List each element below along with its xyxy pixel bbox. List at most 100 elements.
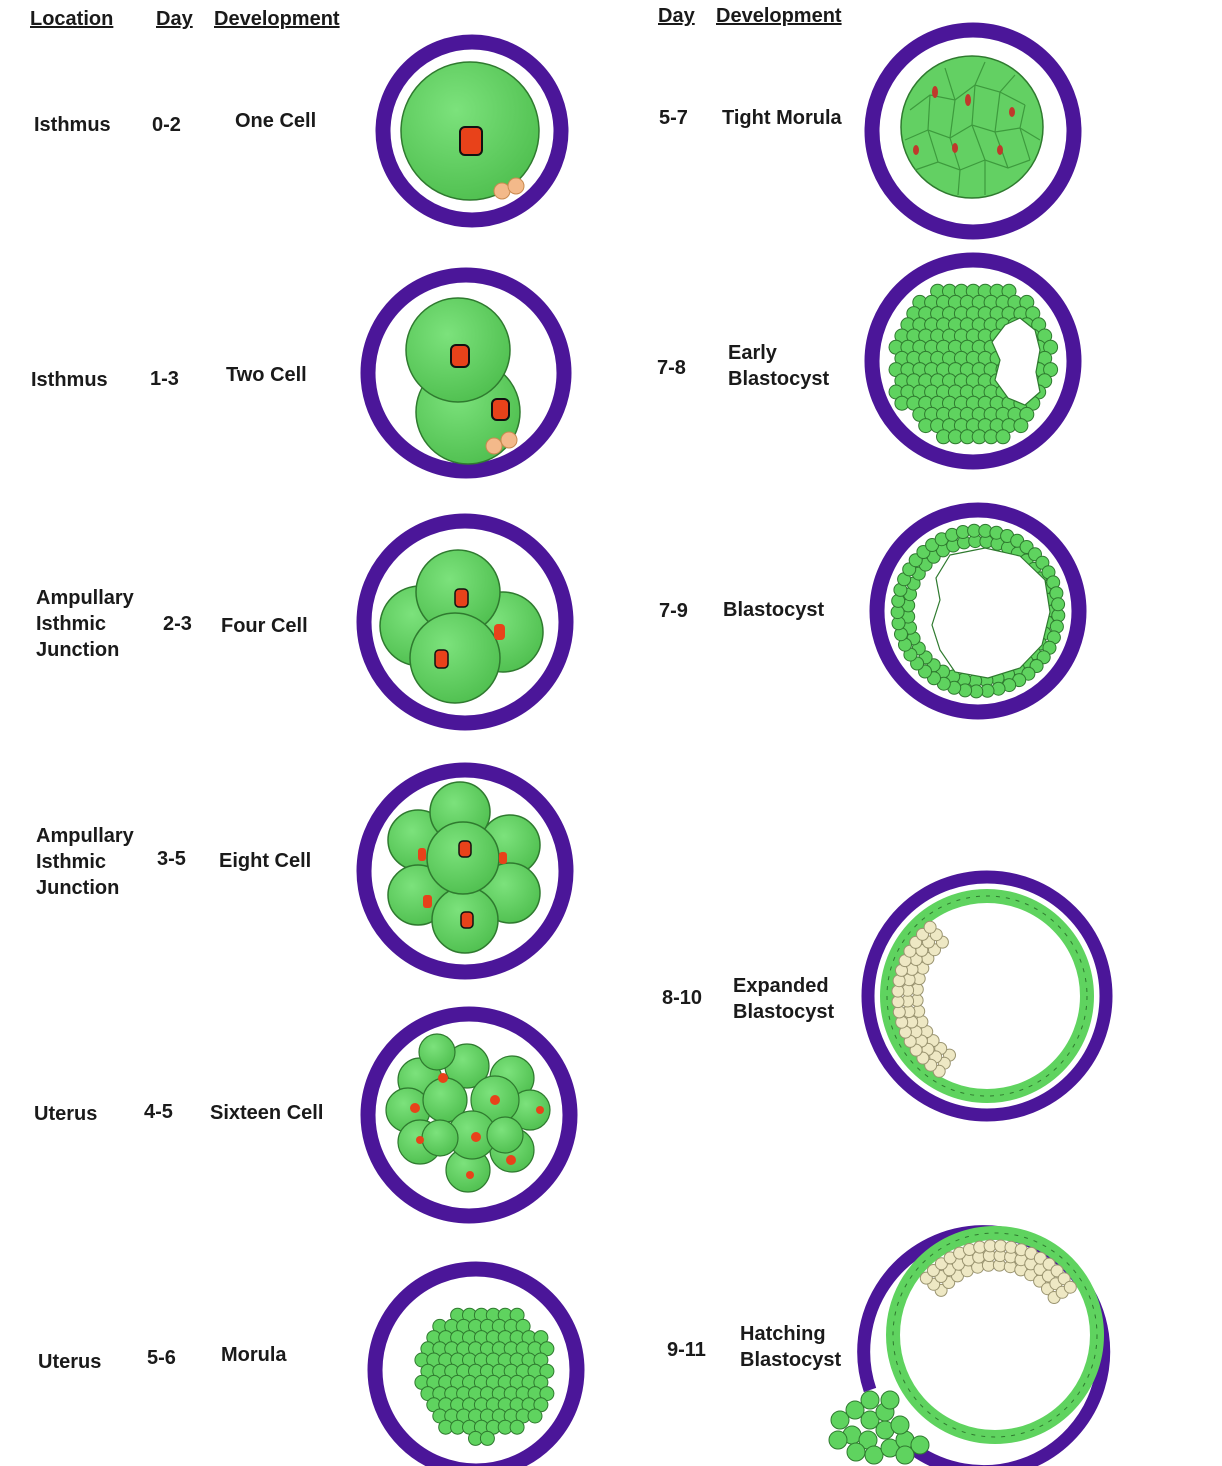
nucleus (410, 1103, 420, 1113)
cell (479, 1430, 495, 1446)
nucleus (494, 624, 505, 640)
stage-5-location: Uterus (34, 1103, 98, 1125)
header-day-right: Day (658, 5, 695, 27)
nucleus (1009, 107, 1015, 117)
cell (421, 1119, 459, 1157)
sixteen-cell-embryo (360, 1006, 578, 1224)
stage-5-day: 4-5 (144, 1101, 173, 1123)
cell (860, 1390, 880, 1410)
stage-1-day: 0-2 (152, 114, 181, 136)
nucleus (466, 1171, 474, 1179)
stage-2-day: 1-3 (150, 368, 179, 390)
cell (409, 612, 501, 704)
cell (418, 1033, 456, 1071)
blastocyst-embryo (869, 502, 1087, 720)
inner-cell-mass (891, 920, 956, 1078)
nucleus (458, 840, 472, 858)
cell (830, 1410, 850, 1430)
zona-pellucida (864, 252, 1082, 470)
early-blastocyst-embryo (864, 252, 1082, 470)
cell (426, 821, 500, 895)
cell (895, 1445, 915, 1465)
stage-6-development: Morula (221, 1344, 287, 1366)
cell (1013, 418, 1029, 434)
polar-body (507, 177, 525, 195)
header-development-left: Development (214, 8, 340, 30)
nucleus (460, 911, 474, 929)
stage-1-location: Isthmus (34, 114, 111, 136)
two-cell-embryo (360, 267, 572, 479)
stage-2-development: Two Cell (226, 364, 307, 386)
stage-11-development: Hatching Blastocyst (740, 1323, 842, 1371)
nucleus (932, 86, 938, 98)
nucleus (506, 1155, 516, 1165)
cell (509, 1419, 525, 1435)
nucleus (499, 852, 507, 864)
stage-3-development: Four Cell (221, 615, 308, 637)
cell-boundaries (904, 61, 1041, 196)
stage-7-development: Tight Morula (722, 107, 842, 129)
zona-pellucida (367, 1261, 585, 1466)
stage-11-day: 9-11 (667, 1339, 706, 1361)
header-day-left: Day (156, 8, 193, 30)
nucleus (423, 895, 432, 908)
inner-cell-mass (919, 1239, 1077, 1304)
nucleus (913, 145, 919, 155)
nucleus (997, 145, 1003, 155)
nucleus (471, 1132, 481, 1142)
stage-9-day: 7-9 (659, 600, 688, 622)
cell (527, 1408, 543, 1424)
stage-4-development: Eight Cell (219, 850, 312, 872)
stage-4-location: Ampullary Isthmic Junction (36, 825, 134, 899)
nucleus (952, 143, 958, 153)
nucleus (438, 1073, 448, 1083)
zona-pellucida (360, 1006, 578, 1224)
zona-pellucida (869, 502, 1087, 720)
nucleus (454, 588, 469, 608)
zona-pellucida (356, 513, 574, 731)
cell (828, 1430, 848, 1450)
zona-pellucida (360, 267, 572, 479)
polar-body (500, 431, 518, 449)
blastocoel-cavity (991, 317, 1041, 406)
one-cell-embryo (375, 34, 569, 228)
polar-body (485, 437, 503, 455)
cell (995, 429, 1011, 445)
stage-4-day: 3-5 (157, 848, 186, 870)
nucleus (490, 1095, 500, 1105)
nucleus (418, 848, 426, 861)
nucleus (965, 94, 971, 106)
zona-pellucida (861, 870, 1113, 1122)
nucleus (434, 649, 449, 669)
zona-pellucida (356, 762, 574, 980)
trophoblast-cells (890, 523, 1066, 699)
stage-10-day: 8-10 (662, 987, 703, 1009)
stage-6-location: Uterus (38, 1351, 102, 1373)
cell (890, 1415, 910, 1435)
cell (1051, 597, 1066, 612)
stage-7-day: 5-7 (659, 107, 688, 129)
stage-8-development: Early Blastocyst (728, 342, 830, 390)
nucleus (491, 398, 510, 421)
hatching-cells (828, 1390, 930, 1465)
compacted-cell-mass (900, 55, 1044, 199)
trophectoderm-boundaries (886, 895, 1088, 1097)
header-development-right: Development (716, 5, 842, 27)
stage-1-development: One Cell (235, 110, 317, 132)
cell (864, 1445, 884, 1465)
cell (845, 1400, 865, 1420)
expanded-blastocyst-embryo (861, 870, 1113, 1122)
nucleus (416, 1136, 424, 1144)
zona-pellucida (864, 22, 1082, 240)
nucleus (459, 126, 483, 156)
stage-8-day: 7-8 (657, 357, 686, 379)
stage-5-development: Sixteen Cell (210, 1102, 324, 1124)
stage-6-day: 5-6 (147, 1347, 176, 1369)
stage-3-location: Ampullary Isthmic Junction (36, 587, 134, 661)
icm-cell (1063, 1280, 1077, 1294)
blastocoel-cavity (931, 547, 1051, 679)
nucleus (450, 344, 470, 368)
hatching-blastocyst-embryo (828, 1225, 1111, 1466)
stage-10-development: Expanded Blastocyst (733, 975, 835, 1023)
